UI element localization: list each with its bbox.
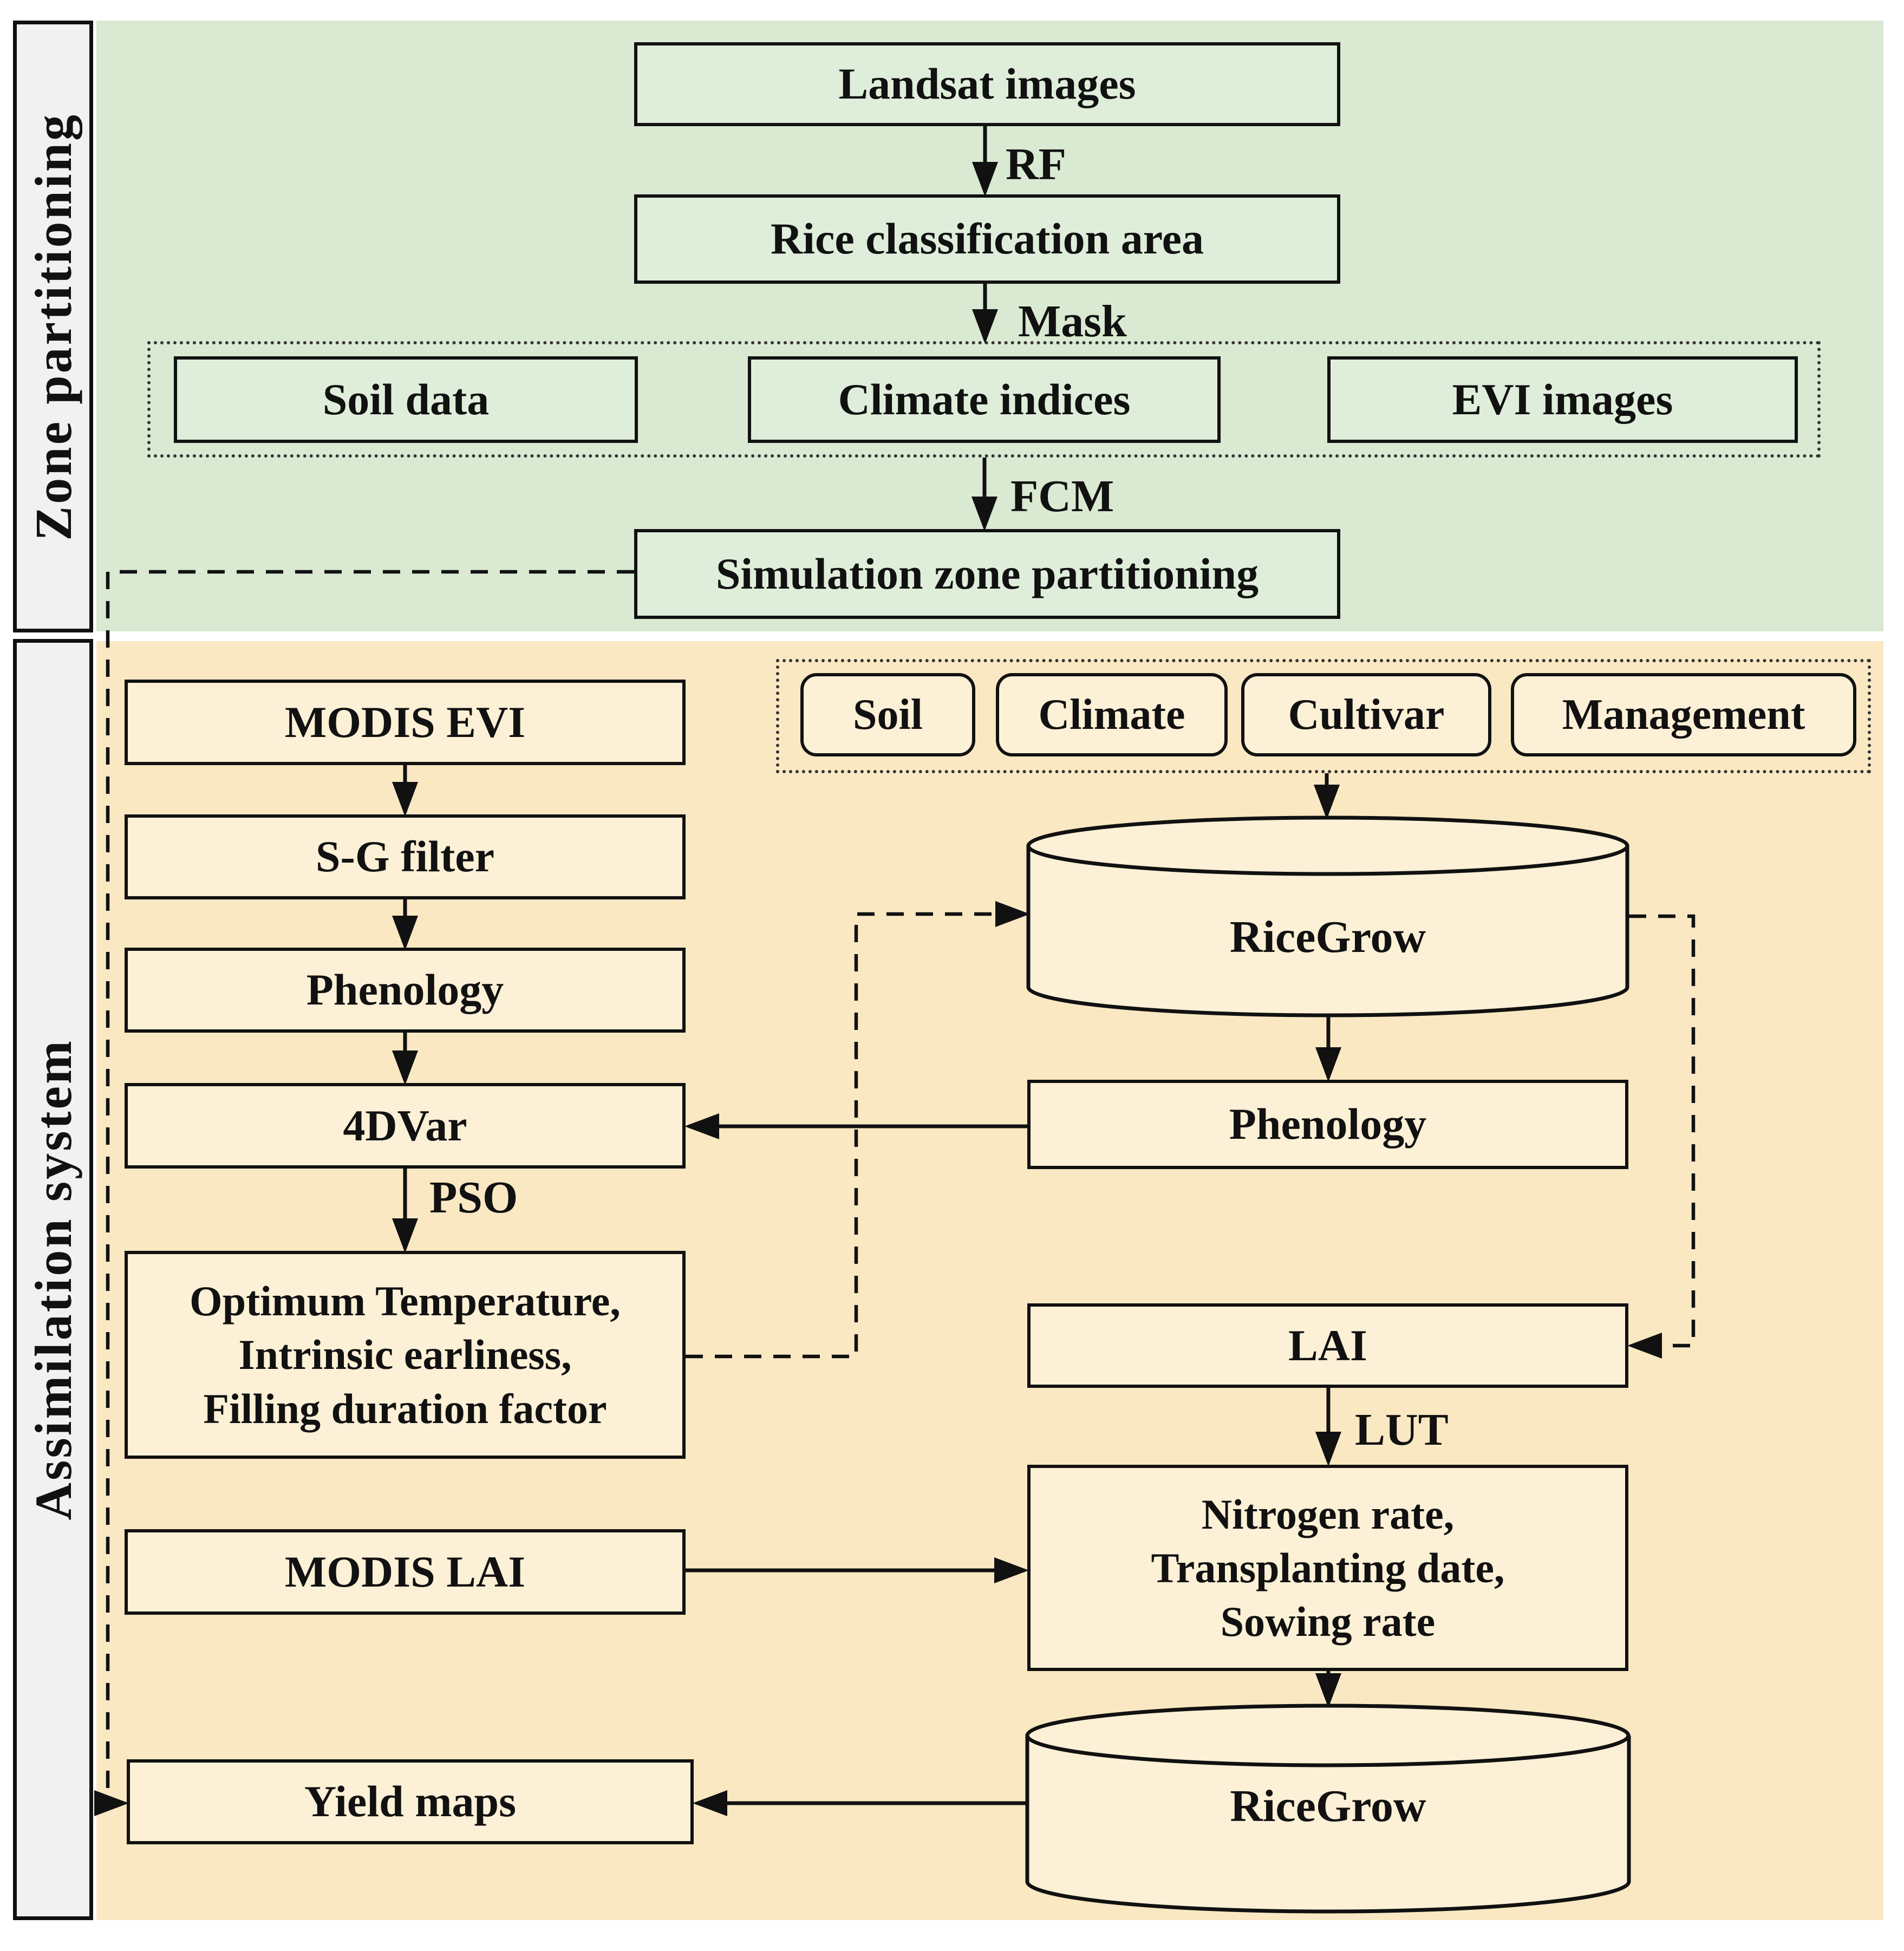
rice-classification-area-label: Rice classification area xyxy=(770,214,1204,264)
nitrogen-parameters-label: Nitrogen rate, Transplanting date, Sowin… xyxy=(1151,1490,1505,1646)
edge-label-lut: LUT xyxy=(1355,1405,1449,1455)
ricegrow-top-label: RiceGrow xyxy=(1229,911,1426,962)
edge-label-pso: PSO xyxy=(429,1172,518,1223)
assimilation-system-label: Assimilation system xyxy=(24,1039,82,1521)
node-phenology-simulated: Phenology xyxy=(1027,1080,1628,1169)
modis-lai-label: MODIS LAI xyxy=(284,1547,526,1596)
edge-label-rf: RF xyxy=(1006,139,1066,190)
soil-data-label: Soil data xyxy=(322,374,490,424)
node-lai: LAI xyxy=(1027,1303,1628,1388)
lai-label: LAI xyxy=(1288,1320,1367,1370)
sg-filter-label: S-G filter xyxy=(315,832,495,882)
4dvar-label: 4DVar xyxy=(343,1100,467,1150)
yield-maps-label: Yield maps xyxy=(304,1777,517,1826)
phenology-simulated-label: Phenology xyxy=(1229,1099,1427,1149)
zone-partitioning-label: Zone partitioning xyxy=(24,112,82,541)
edge-label-fcm: FCM xyxy=(1010,471,1114,521)
node-management-input: Management xyxy=(1511,673,1856,756)
climate-input-label: Climate xyxy=(1038,691,1185,739)
sidebar-zone-partitioning: Zone partitioning xyxy=(13,21,93,632)
simulation-zone-partitioning-label: Simulation zone partitioning xyxy=(715,549,1259,598)
optimum-parameters-label: Optimum Temperature, Intrinsic earliness… xyxy=(190,1277,621,1432)
node-evi-images: EVI images xyxy=(1327,356,1798,443)
climate-indices-label: Climate indices xyxy=(838,374,1131,424)
node-landsat-images: Landsat images xyxy=(634,42,1340,126)
node-simulation-zone-partitioning: Simulation zone partitioning xyxy=(634,529,1340,619)
model-inputs-group xyxy=(776,659,1871,773)
management-input-label: Management xyxy=(1562,691,1805,739)
soil-input-label: Soil xyxy=(853,691,923,739)
sidebar-assimilation-system: Assimilation system xyxy=(13,639,93,1920)
node-modis-lai: MODIS LAI xyxy=(125,1529,686,1615)
node-modis-evi: MODIS EVI xyxy=(125,680,686,765)
node-soil-input: Soil xyxy=(800,673,975,756)
node-rice-classification-area: Rice classification area xyxy=(634,194,1340,284)
node-cultivar-input: Cultivar xyxy=(1241,673,1491,756)
ricegrow-bottom-label: RiceGrow xyxy=(1230,1780,1426,1831)
evi-images-label: EVI images xyxy=(1452,374,1673,424)
node-optimum-parameters: Optimum Temperature, Intrinsic earliness… xyxy=(125,1251,686,1459)
landsat-images-label: Landsat images xyxy=(838,59,1136,109)
node-phenology-observed: Phenology xyxy=(125,948,686,1033)
node-4dvar: 4DVar xyxy=(125,1083,686,1169)
cultivar-input-label: Cultivar xyxy=(1288,691,1445,739)
zone-inputs-group xyxy=(147,341,1821,458)
node-nitrogen-parameters: Nitrogen rate, Transplanting date, Sowin… xyxy=(1027,1465,1628,1671)
node-climate-input: Climate xyxy=(996,673,1228,756)
node-yield-maps: Yield maps xyxy=(127,1759,694,1844)
edge-label-mask: Mask xyxy=(1018,296,1127,347)
phenology-observed-label: Phenology xyxy=(306,965,504,1015)
node-climate-indices: Climate indices xyxy=(748,356,1221,443)
node-soil-data: Soil data xyxy=(174,356,638,443)
node-sg-filter: S-G filter xyxy=(125,814,686,899)
modis-evi-label: MODIS EVI xyxy=(284,697,526,747)
